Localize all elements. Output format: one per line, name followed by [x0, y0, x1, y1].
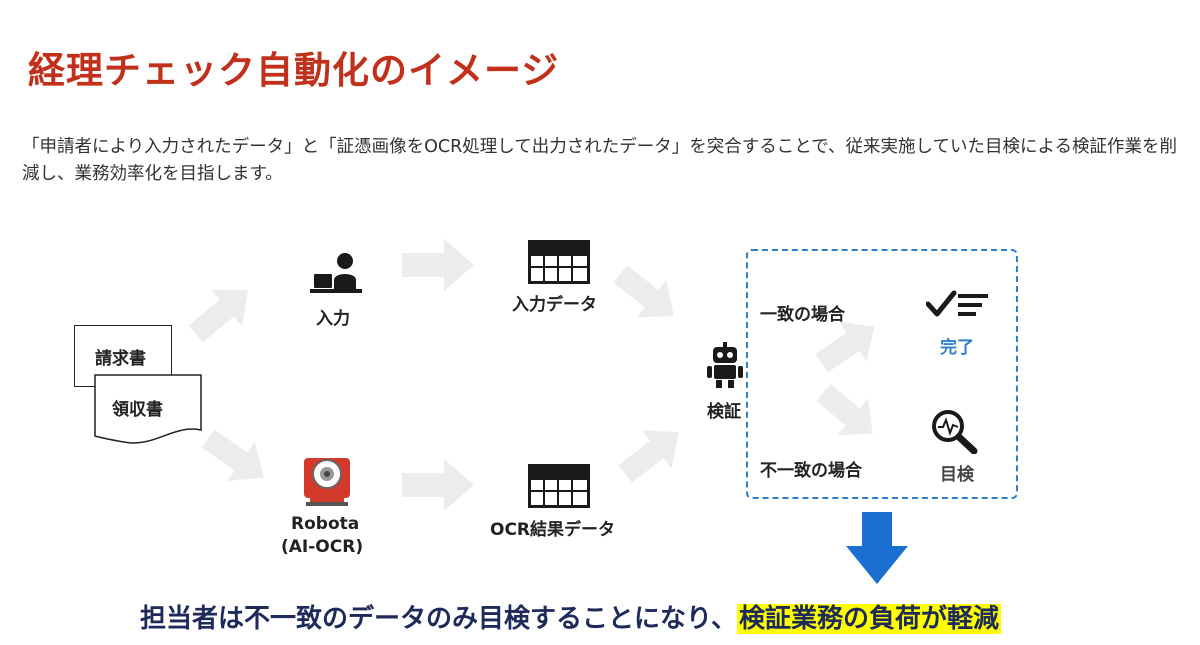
magnifier-icon [932, 410, 978, 454]
input-data-table-icon [528, 240, 590, 284]
arrow-to-visual-check [816, 384, 873, 436]
arrow-docs-to-robota [201, 429, 264, 482]
arrow-to-complete [815, 321, 875, 373]
down-arrow-icon [846, 512, 908, 584]
conclusion-main: 担当者は不一致のデータのみ目検することになり、 [140, 604, 737, 634]
description-text: 「申請者により入力されたデータ」と「証憑画像をOCR処理して出力されたデータ」を… [22, 137, 1177, 184]
mismatch-label: 不一致の場合 [760, 461, 862, 481]
arrow-data-to-verify [613, 265, 674, 318]
visual-check-label: 目検 [940, 465, 974, 485]
ocr-data-table-icon [528, 464, 590, 508]
conclusion-highlight: 検証業務の負荷が軽減 [736, 604, 1001, 634]
invoice-label: 請求書 [95, 349, 146, 369]
robota-sub-label: (AI-OCR) [281, 537, 364, 557]
match-label: 一致の場合 [760, 305, 845, 325]
receipt-label: 領収書 [112, 400, 163, 420]
result-box [746, 249, 1018, 499]
page-title: 経理チェック自動化のイメージ [28, 49, 560, 92]
checklist-icon [926, 290, 988, 317]
complete-label: 完了 [940, 338, 974, 358]
input-data-label: 入力データ [512, 295, 597, 315]
ocr-data-label: OCR結果データ [490, 520, 616, 540]
arrow-docs-to-input [188, 289, 249, 343]
robota-label: Robota [291, 514, 360, 534]
person-at-laptop-icon [310, 253, 362, 293]
arrow-input-to-data [402, 239, 474, 291]
robot-icon [707, 342, 743, 388]
conclusion-text: 担当者は不一致のデータのみ目検することになり、検証業務の負荷が軽減 [140, 598, 1001, 635]
receipt-document [94, 374, 202, 444]
verify-label: 検証 [707, 402, 741, 422]
ocr-robot-icon [304, 458, 350, 506]
input-label: 入力 [316, 309, 350, 329]
arrow-robota-to-ocr [402, 459, 474, 511]
arrow-ocr-to-verify [618, 430, 679, 483]
